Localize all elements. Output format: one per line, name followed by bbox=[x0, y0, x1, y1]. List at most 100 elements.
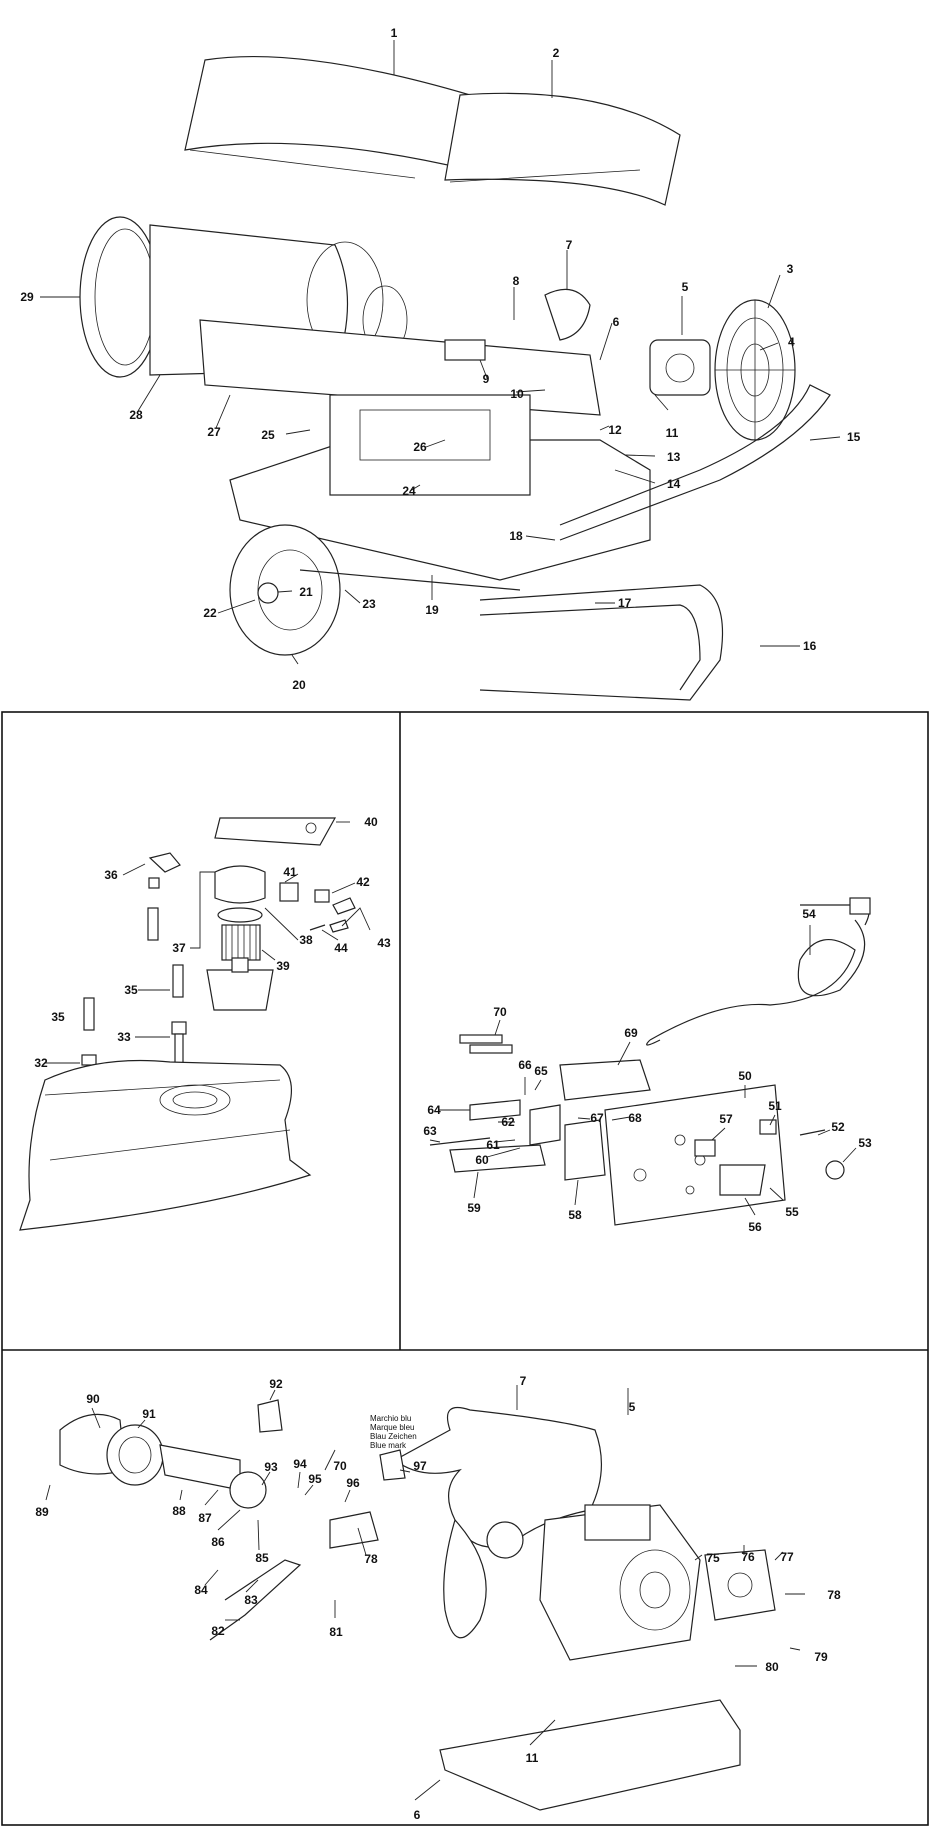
callout-label: 6 bbox=[613, 315, 620, 329]
panel-fuel-tank bbox=[19, 817, 356, 1231]
callout-label: 44 bbox=[334, 941, 348, 955]
callout-label: 7 bbox=[566, 238, 573, 252]
note-line: Marchio blu bbox=[370, 1414, 411, 1423]
frame-16 bbox=[479, 584, 724, 701]
cap-32 bbox=[81, 1054, 97, 1066]
bracket-40 bbox=[214, 817, 337, 846]
callout-label: 35 bbox=[51, 1010, 65, 1024]
callout-label: 15 bbox=[847, 430, 861, 444]
transformer-69 bbox=[559, 1059, 651, 1101]
callout-label: 76 bbox=[741, 1550, 755, 1564]
callout-label: 10 bbox=[510, 387, 524, 401]
fitting-33 bbox=[171, 1021, 187, 1035]
callout-label: 27 bbox=[207, 425, 221, 439]
callout-label: 59 bbox=[467, 1201, 481, 1215]
callout-label: 18 bbox=[509, 529, 523, 543]
bracket-9 bbox=[444, 339, 486, 361]
callout-label: 8 bbox=[513, 274, 520, 288]
callout-label: 55 bbox=[785, 1205, 799, 1219]
callout-label: 7 bbox=[520, 1374, 527, 1388]
lower-frame bbox=[1, 711, 929, 1826]
note-line: Blue mark bbox=[370, 1441, 407, 1450]
callout-label: 56 bbox=[748, 1220, 762, 1234]
flange-86 bbox=[229, 1471, 267, 1509]
terminal-64 bbox=[469, 1099, 521, 1121]
callout-label: 86 bbox=[211, 1535, 225, 1549]
tube-35 bbox=[172, 964, 184, 998]
callout-label: 4 bbox=[788, 335, 795, 349]
filter-element-39 bbox=[221, 924, 261, 961]
callout-label: 33 bbox=[117, 1030, 131, 1044]
callout-label: 70 bbox=[333, 1459, 347, 1473]
callout-label: 91 bbox=[142, 1407, 156, 1421]
callout-label: 97 bbox=[413, 1459, 427, 1473]
callout-label: 81 bbox=[329, 1625, 343, 1639]
callout-label: 12 bbox=[608, 423, 622, 437]
callout-label: 16 bbox=[803, 639, 817, 653]
fan-blade-7 bbox=[544, 288, 591, 341]
callout-label: 29 bbox=[20, 290, 34, 304]
callout-label: 60 bbox=[475, 1153, 489, 1167]
callout-label: 54 bbox=[802, 907, 816, 921]
callout-label: 28 bbox=[129, 408, 143, 422]
callout-label: 5 bbox=[629, 1400, 636, 1414]
plate-59 bbox=[449, 1144, 546, 1173]
callout-label: 52 bbox=[831, 1120, 845, 1134]
fitting-42 bbox=[314, 889, 330, 903]
callout-label: 42 bbox=[356, 875, 370, 889]
callout-label: 78 bbox=[827, 1588, 841, 1602]
callout-label: 62 bbox=[501, 1115, 515, 1129]
cover-part-2 bbox=[444, 92, 681, 206]
callout-label: 89 bbox=[35, 1505, 49, 1519]
callout-label: 24 bbox=[402, 484, 416, 498]
axle-21 bbox=[257, 582, 279, 604]
fitting-97 bbox=[379, 1449, 406, 1481]
panel-burner-motor bbox=[59, 1399, 776, 1811]
callout-label: 43 bbox=[377, 936, 391, 950]
pump-76 bbox=[704, 1549, 776, 1621]
callout-label: 92 bbox=[269, 1377, 283, 1391]
callout-label: 94 bbox=[293, 1457, 307, 1471]
callout-label: 2 bbox=[553, 46, 560, 60]
filter-head-37 bbox=[214, 865, 266, 904]
callout-label: 17 bbox=[618, 596, 632, 610]
fuse-51 bbox=[759, 1119, 777, 1135]
callout-label: 66 bbox=[518, 1058, 532, 1072]
power-cord-54 bbox=[649, 919, 866, 1041]
callout-label: 41 bbox=[283, 865, 297, 879]
callout-label: 63 bbox=[423, 1124, 437, 1138]
callout-label: 5 bbox=[682, 280, 689, 294]
callout-label: 1 bbox=[391, 26, 398, 40]
callout-label: 14 bbox=[667, 477, 681, 491]
callout-label: 82 bbox=[211, 1624, 225, 1638]
swirler-91 bbox=[106, 1424, 164, 1486]
outlet-ring bbox=[79, 216, 161, 378]
filter-bowl bbox=[206, 969, 274, 1011]
callout-label: 51 bbox=[768, 1099, 782, 1113]
callout-label: 84 bbox=[194, 1583, 208, 1597]
connector-41 bbox=[279, 882, 299, 902]
callout-label: 87 bbox=[198, 1511, 212, 1525]
callout-label: 93 bbox=[264, 1460, 278, 1474]
callout-label: 64 bbox=[427, 1103, 441, 1117]
rod-82 bbox=[209, 1559, 302, 1641]
fitting-92 bbox=[257, 1399, 283, 1433]
solenoid-81 bbox=[329, 1511, 379, 1549]
callout-label: 85 bbox=[255, 1551, 269, 1565]
electrode-70 bbox=[459, 1034, 503, 1044]
electrical-box-24 bbox=[329, 394, 531, 496]
callout-label: 88 bbox=[172, 1504, 186, 1518]
callout-label: 37 bbox=[172, 941, 186, 955]
callout-label: 95 bbox=[308, 1472, 322, 1486]
callout-label: 6 bbox=[414, 1808, 421, 1822]
callout-label: 57 bbox=[719, 1112, 733, 1126]
callout-label: 65 bbox=[534, 1064, 548, 1078]
callout-label: 19 bbox=[425, 603, 439, 617]
callout-label: 79 bbox=[814, 1650, 828, 1664]
callout-label: 39 bbox=[276, 959, 290, 973]
switch-57 bbox=[694, 1139, 716, 1157]
callout-label: 69 bbox=[624, 1026, 638, 1040]
callout-label: 70 bbox=[493, 1005, 507, 1019]
note-line: Blau Zeichen bbox=[370, 1432, 417, 1441]
